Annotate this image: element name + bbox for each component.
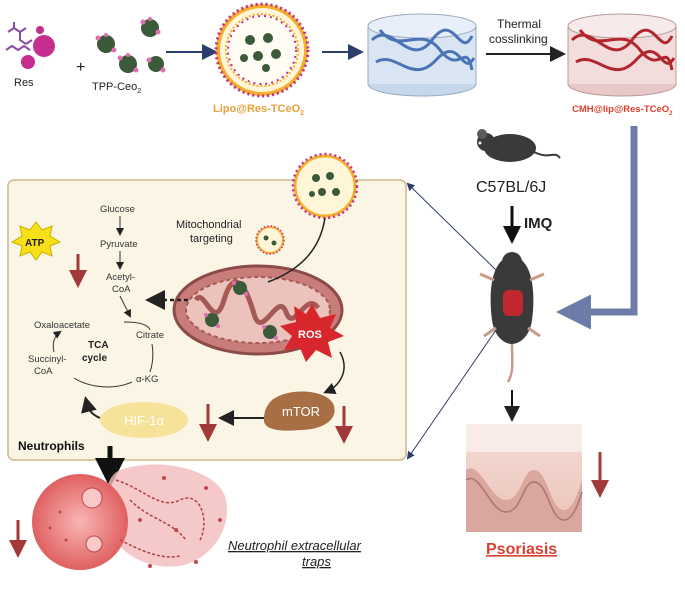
imq-label: IMQ xyxy=(524,215,553,232)
mito-targeting-label-2: targeting xyxy=(190,233,233,245)
atp-label: ATP xyxy=(25,238,45,249)
akg-label: α-KG xyxy=(136,374,158,385)
hif-1a-shape xyxy=(100,402,188,438)
glucose-label: Glucose xyxy=(100,204,135,215)
neutrophils-label: Neutrophils xyxy=(18,439,85,453)
pyruvate-label: Pyruvate xyxy=(100,239,138,250)
hif-1a-label: HIF-1α xyxy=(124,413,165,428)
res-label: Res xyxy=(14,77,34,89)
lipo-res-tceo2-label: Lipo@Res-TCeO2 xyxy=(213,103,304,117)
liposome-to-mito-line xyxy=(267,217,326,283)
tca-label-2: cycle xyxy=(82,353,107,364)
acetyl-coa-label-2: CoA xyxy=(112,284,131,295)
mouse-icon xyxy=(477,129,561,162)
acetyl-coa-label-1: Acetyl- xyxy=(106,272,135,283)
mito-nanoparticles-icon xyxy=(205,281,277,339)
liposome-panel-icon xyxy=(291,152,359,220)
tpp-ceo2-label: TPP-Ceo2 xyxy=(92,81,141,95)
connector-top xyxy=(406,182,497,271)
plus-sign: + xyxy=(76,59,85,76)
hydrogel-blue-icon xyxy=(367,13,477,97)
connector-bottom xyxy=(406,329,497,460)
acetyl-arrow xyxy=(119,295,131,318)
hif-to-neutrophil-arrow xyxy=(81,396,101,419)
thermal-label: Thermal xyxy=(497,17,541,31)
res-molecule-icon xyxy=(5,22,55,69)
hydrogel-red-icon xyxy=(567,13,677,97)
mtor-shape xyxy=(263,391,335,431)
mouse-treated-icon xyxy=(479,252,545,383)
atp-burst-icon xyxy=(10,221,62,261)
cmh-lip-res-tceo2-label: CMH@lip@Res-TCeO2 xyxy=(572,104,673,117)
mtor-label: mTOR xyxy=(282,404,320,419)
hydrogel-to-mouse-arrow xyxy=(556,126,638,330)
net-label-2: traps xyxy=(302,554,331,569)
citrate-label: Citrate xyxy=(136,330,164,341)
crosslinking-label: cosslinking xyxy=(489,32,548,46)
ros-burst-icon xyxy=(280,304,344,362)
psoriasis-label: Psoriasis xyxy=(486,541,557,558)
oxaloacetate-label: Oxaloacetate xyxy=(34,320,90,331)
psoriasis-skin-icon xyxy=(465,424,583,532)
ros-to-mtor-arrow xyxy=(323,351,345,394)
tca-label-1: TCA xyxy=(88,340,109,351)
small-liposome-icon xyxy=(255,225,285,255)
ros-label: ROS xyxy=(298,329,322,341)
mouse-strain-label: C57BL/6J xyxy=(476,179,546,196)
succinyl-coa-label-1: Succinyl- xyxy=(28,354,67,365)
liposome-icon xyxy=(214,2,310,98)
succinyl-coa-label-2: CoA xyxy=(34,366,53,377)
tca-cycle-arrows xyxy=(52,321,154,388)
mito-targeting-label-1: Mitochondrial xyxy=(176,219,241,231)
net-label-1: Neutrophil extracellular xyxy=(228,538,362,553)
tpp-ceo2-nanoparticles-icon xyxy=(95,17,166,73)
neutrophil-net-icon xyxy=(32,464,227,570)
